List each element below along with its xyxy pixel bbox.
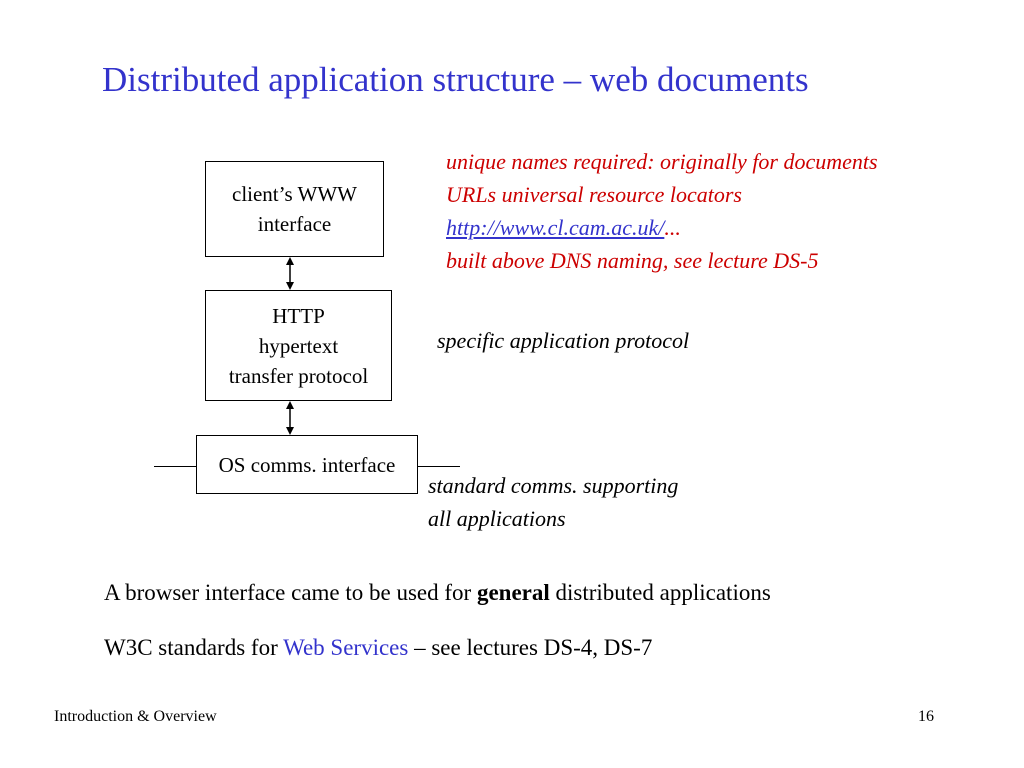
statement-1-pre: A browser interface came to be used for — [104, 580, 477, 605]
url-ellipsis: ... — [664, 215, 681, 240]
slide-title: Distributed application structure – web … — [102, 60, 809, 99]
statement-2-post: – see lectures DS-4, DS-7 — [408, 635, 653, 660]
naming-note-line-4: built above DNS naming, see lecture DS-5 — [446, 248, 819, 273]
os-line-right — [418, 466, 460, 467]
footer-section-title: Introduction & Overview — [54, 708, 217, 725]
client-box-line-1: client’s WWW — [232, 182, 357, 206]
standard-note-line-2: all applications — [428, 506, 566, 531]
statement-2-pre: W3C standards for — [104, 635, 284, 660]
os-box-label: OS comms. interface — [218, 452, 396, 477]
naming-note-line-1: unique names required: originally for do… — [446, 149, 878, 174]
client-box-line-2: interface — [257, 212, 332, 236]
standard-note-line-1: standard comms. supporting — [428, 473, 679, 498]
arrow-http-os — [286, 401, 294, 435]
web-services-link[interactable]: Web Services — [283, 635, 409, 660]
w3c-statement: W3C standards for Web Services – see lec… — [104, 635, 652, 661]
http-protocol-box: HTTP hypertext transfer protocol — [205, 290, 392, 401]
statement-1-post: distributed applications — [549, 580, 771, 605]
page-number: 16 — [918, 708, 934, 725]
http-box-line-1: HTTP — [272, 303, 325, 328]
naming-notes: unique names required: originally for do… — [446, 145, 878, 277]
cam-url-link[interactable]: http://www.cl.cam.ac.uk/ — [446, 215, 665, 240]
http-box-line-3: transfer protocol — [228, 363, 369, 388]
standard-comms-note: standard comms. supporting all applicati… — [428, 469, 678, 535]
os-comms-interface-box: OS comms. interface — [196, 435, 418, 494]
naming-note-line-3: http://www.cl.cam.ac.uk/... — [446, 211, 878, 244]
http-box-line-2: hypertext — [258, 333, 339, 358]
os-line-left — [154, 466, 196, 467]
naming-note-line-2: URLs universal resource locators — [446, 182, 742, 207]
arrow-client-http — [286, 257, 294, 290]
specific-protocol-note: specific application protocol — [437, 328, 690, 353]
statement-1-bold: general — [476, 580, 550, 605]
client-www-interface-box: client’s WWW interface — [205, 161, 384, 257]
browser-interface-statement: A browser interface came to be used for … — [104, 580, 771, 606]
